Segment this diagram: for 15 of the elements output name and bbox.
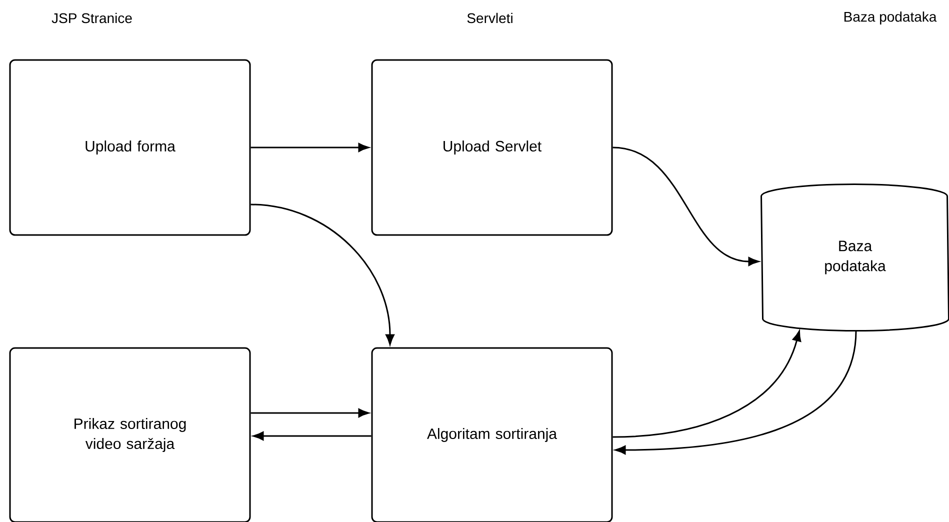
process-box: Algoritam sortiranja: [371, 347, 613, 522]
process-box: Upload forma: [9, 59, 251, 236]
process-box: Prikaz sortiranog video saržaja: [9, 347, 251, 522]
arrow: [612, 330, 802, 438]
arrow: [615, 330, 857, 454]
process-box: Upload Servlet: [371, 59, 613, 236]
arrow: [250, 204, 394, 345]
column-heading: JSP Stranice: [52, 12, 132, 24]
column-heading: Baza podataka: [844, 11, 937, 25]
column-heading: Servleti: [467, 12, 512, 24]
database-cylinder: Baza podataka: [760, 184, 949, 332]
arrow: [253, 432, 372, 440]
arrow: [250, 143, 369, 152]
arrow: [612, 146, 759, 266]
arrow: [250, 408, 369, 418]
